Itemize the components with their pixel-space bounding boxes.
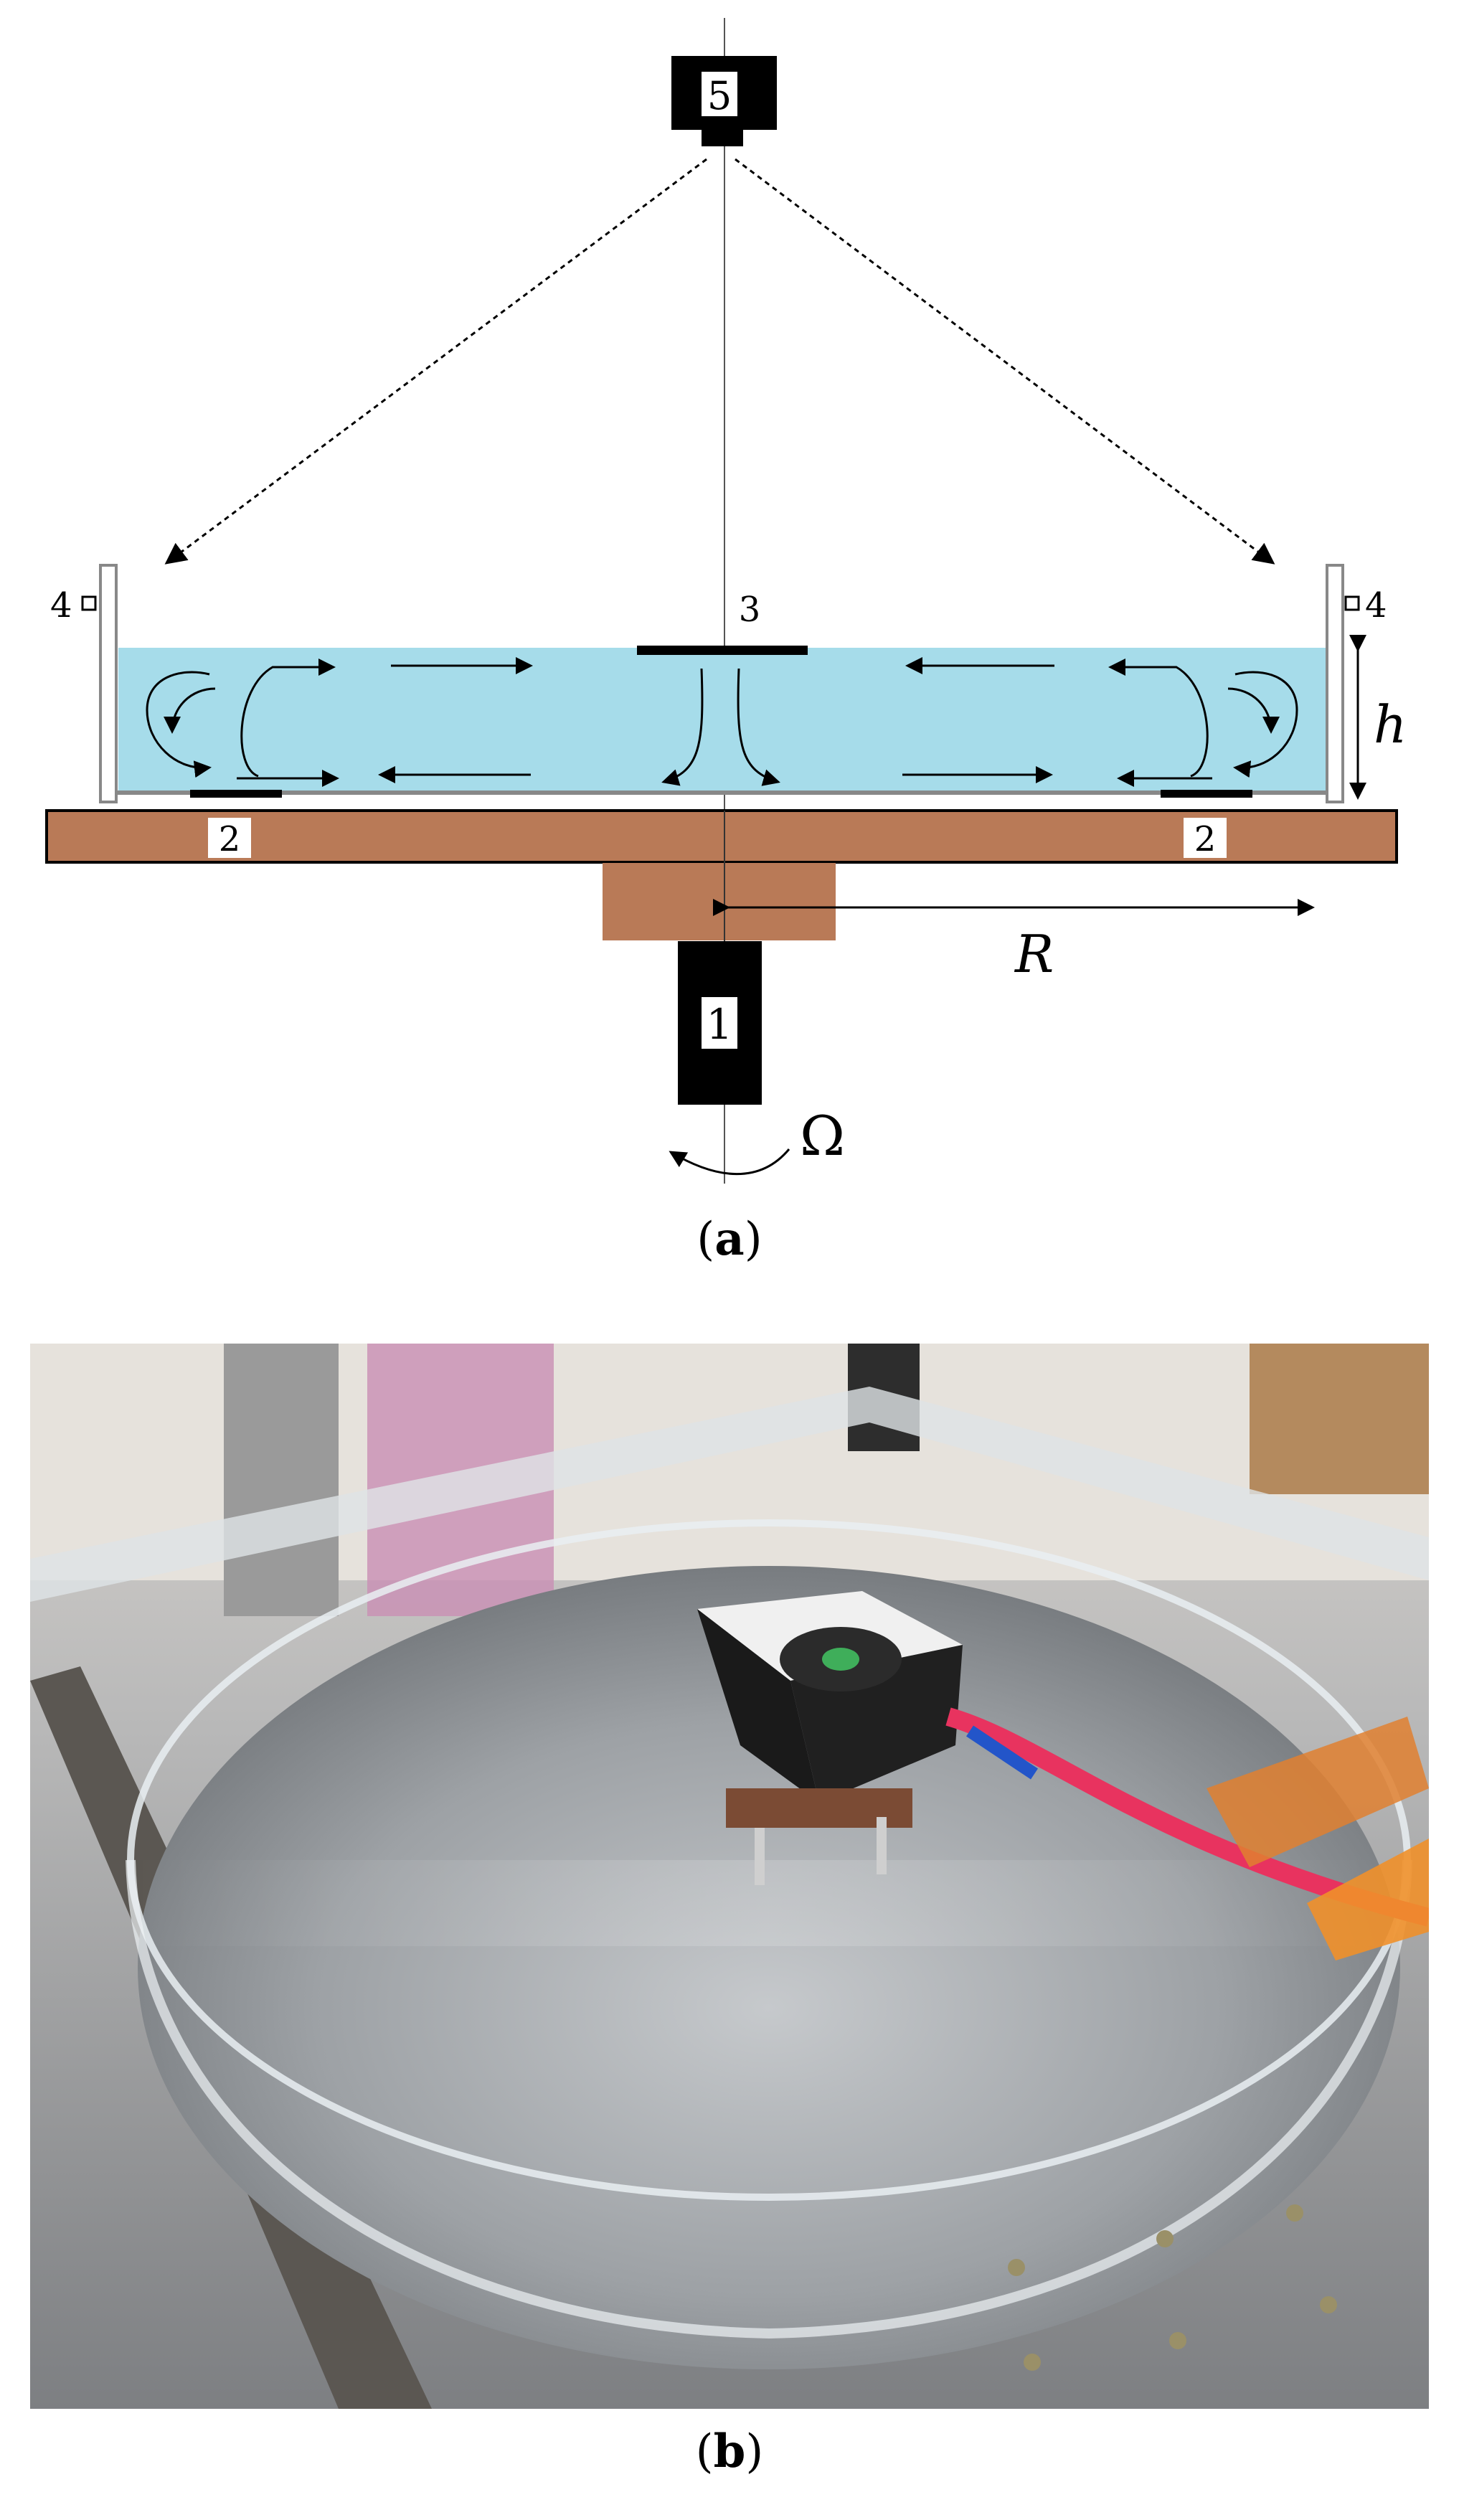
flow-center-right (737, 668, 780, 786)
heater-plate (637, 646, 808, 655)
tank-wall-front (126, 1859, 1412, 2339)
rotating-table (45, 809, 1398, 864)
table-hub (603, 863, 836, 940)
camera-label: 5 (707, 73, 732, 118)
height-symbol: h (1374, 694, 1407, 755)
tank-floor-ellipse (138, 1566, 1400, 2369)
wall-sensor-right-icon (1344, 595, 1360, 611)
floor-sensor-left-tag: 2 (208, 818, 251, 859)
wall-sensor-left-icon (81, 595, 97, 611)
wall-sensor-left-label: 4 (50, 585, 72, 626)
rotation-symbol: Ω (800, 1104, 845, 1168)
screws (1008, 2204, 1337, 2371)
metal-pole (224, 1344, 339, 1616)
photo-of-apparatus (30, 1344, 1429, 2409)
flow-cell-right-outer (1233, 671, 1298, 778)
camera-view-right (735, 158, 1275, 565)
flow-cell-left-inner (164, 687, 216, 734)
caption-a-letter: a (714, 1212, 745, 1266)
floor-sensor-left-label: 2 (219, 819, 241, 859)
floor-sensor-right-label: 2 (1194, 819, 1217, 859)
camera: 5 (671, 56, 777, 146)
cooling-box (697, 1591, 963, 1885)
floor-sensor-right-plate (1161, 790, 1252, 798)
cardboard-box (1250, 1344, 1429, 1494)
motor-label: 1 (707, 1000, 733, 1049)
acrylic-frame-top (30, 1387, 1429, 1602)
caption-b-letter: b (713, 2425, 746, 2478)
caption-panel-a: (a) (697, 1212, 762, 1266)
flow-cell-right-c (1108, 659, 1209, 778)
wall-shine (131, 1860, 1407, 1946)
floor-sensor-right-tag: 2 (1184, 818, 1227, 859)
flow-cell-left-outer (146, 671, 212, 778)
heater-label: 3 (739, 590, 761, 630)
orange-plate-2 (1307, 1839, 1429, 1960)
blue-connectors (966, 1725, 1038, 1780)
floor-sensor-left-plate (190, 790, 282, 798)
flow-cell-right-inner (1227, 687, 1280, 734)
radius-symbol: R (1014, 924, 1054, 984)
caption-panel-b: (b) (695, 2425, 764, 2478)
rotation-arrow (669, 1148, 790, 1176)
wall-sensor-right-label: 4 (1365, 585, 1387, 626)
experimental-setup-schematic: 5 4 4 3 2 2 1 Ω R (45, 18, 1407, 1184)
camera-view-left (164, 158, 707, 565)
flow-arrows (146, 657, 1298, 787)
red-wire-bundle (945, 1707, 1429, 1927)
water-layer (118, 648, 1327, 791)
tank-wall-left (99, 564, 118, 803)
orange-plate (1207, 1717, 1429, 1867)
flow-cell-left-c (240, 659, 336, 778)
tank-wall-right (1326, 564, 1344, 803)
motor: 1 (678, 941, 762, 1105)
flow-center-left (661, 668, 704, 786)
